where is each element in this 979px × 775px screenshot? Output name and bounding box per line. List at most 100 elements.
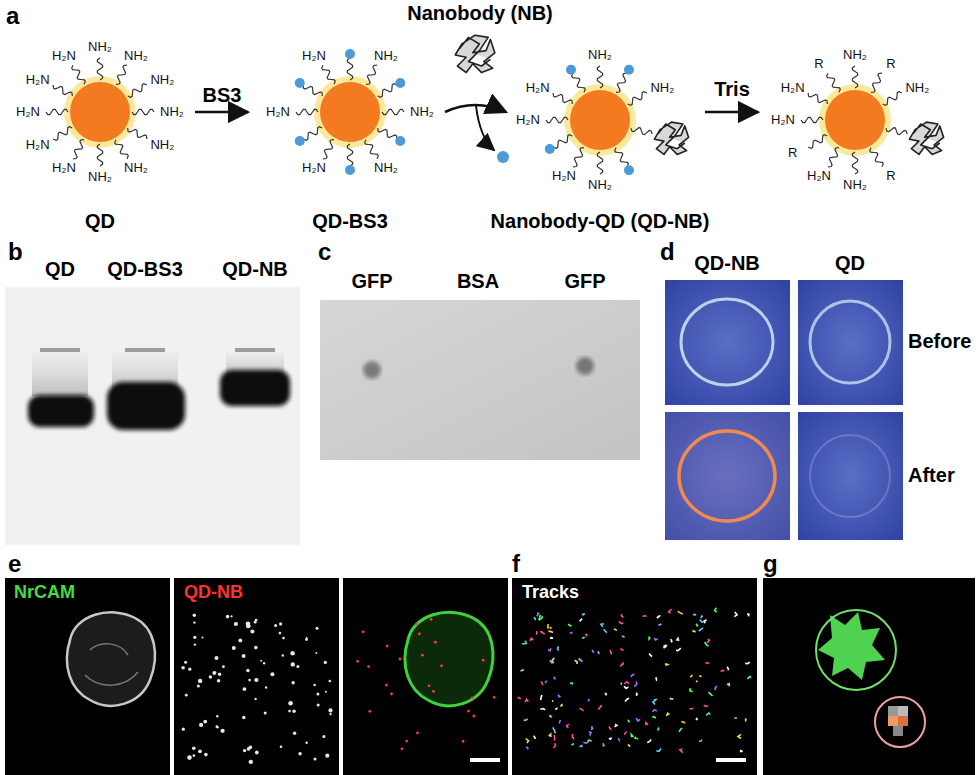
track xyxy=(721,670,725,671)
amine-label: H₂N xyxy=(781,80,805,95)
amine-label: R xyxy=(886,169,895,184)
column-label: QD xyxy=(835,252,865,275)
track xyxy=(620,664,623,667)
qd-spot xyxy=(250,629,254,633)
qd-spot xyxy=(215,672,217,674)
qd-spot xyxy=(428,684,431,687)
track xyxy=(572,734,574,739)
qd-spot xyxy=(182,728,185,731)
amine-label: NH₂ xyxy=(88,170,112,185)
scale-bar xyxy=(716,758,746,762)
qd-spot xyxy=(187,755,192,760)
track xyxy=(700,620,705,623)
amine-label: NH₂ xyxy=(160,105,184,120)
qd-core xyxy=(70,82,130,142)
quantum-dots xyxy=(46,35,944,175)
track xyxy=(560,704,562,707)
track xyxy=(735,717,737,719)
amine-label: H₂N xyxy=(526,80,550,95)
qd-spot xyxy=(401,747,404,750)
ligand-chain xyxy=(128,84,147,98)
track xyxy=(620,649,623,651)
track xyxy=(727,667,729,671)
track xyxy=(705,661,708,663)
ligand-chain xyxy=(631,128,652,135)
pixel xyxy=(898,716,908,726)
track xyxy=(734,612,737,617)
qd-spot xyxy=(316,692,319,695)
track xyxy=(676,648,681,650)
track xyxy=(706,713,710,716)
column-label: QD-NB xyxy=(694,252,760,275)
ligand-chain xyxy=(808,93,827,104)
track xyxy=(549,734,551,737)
ligand-chain xyxy=(808,135,827,149)
qd-spot xyxy=(202,637,204,639)
ligand-chain xyxy=(870,148,884,167)
qd-spot xyxy=(185,694,188,697)
track xyxy=(614,628,616,630)
bead-image xyxy=(798,280,903,405)
amine-label: H₂N xyxy=(516,113,540,128)
gel-band xyxy=(107,382,185,430)
track xyxy=(575,660,578,664)
track xyxy=(745,662,750,664)
track xyxy=(558,695,560,697)
track xyxy=(547,624,549,628)
qd-spot xyxy=(288,701,293,706)
qd-spot xyxy=(325,754,329,758)
qd-spot xyxy=(198,749,202,753)
track xyxy=(526,739,529,743)
ligand-chain xyxy=(303,85,322,96)
qd-spot xyxy=(249,760,253,764)
track xyxy=(681,721,684,724)
qd-spot xyxy=(181,666,185,670)
qd-spot xyxy=(193,754,196,757)
amine-label: NH₂ xyxy=(843,178,867,193)
figure-heading: Nanobody (NB) xyxy=(407,2,553,25)
bs3-group xyxy=(545,144,555,154)
qd-spot xyxy=(290,651,294,655)
track xyxy=(605,693,606,696)
qd-spot xyxy=(314,757,317,760)
amine-label: NH₂ xyxy=(150,137,174,152)
qd-spot xyxy=(193,621,195,623)
row-label: Before xyxy=(908,330,971,353)
track xyxy=(550,627,552,628)
track xyxy=(582,637,585,639)
track xyxy=(558,646,559,650)
qd-spot xyxy=(231,615,233,617)
ligand-chain xyxy=(553,135,572,149)
track xyxy=(609,738,611,740)
track xyxy=(622,636,625,637)
track xyxy=(541,695,542,700)
lane-label: QD xyxy=(45,258,75,281)
qd-spot xyxy=(248,679,251,682)
amine-label: H₂N xyxy=(771,113,795,128)
amine-label: H₂N xyxy=(16,105,40,120)
bs3-group xyxy=(345,49,355,59)
qd-spot xyxy=(212,671,216,675)
pixel xyxy=(888,706,898,716)
qd-core xyxy=(825,90,885,150)
bs3-group xyxy=(566,65,576,75)
ligand-chain xyxy=(615,148,629,167)
ligand-chain xyxy=(852,152,857,174)
qd-spot xyxy=(324,661,327,664)
track xyxy=(699,628,703,631)
track xyxy=(696,718,698,720)
qd-spot xyxy=(221,729,225,733)
qd-spot xyxy=(415,623,418,626)
qd-spot xyxy=(255,751,259,755)
track xyxy=(526,747,528,749)
track xyxy=(664,645,666,648)
track xyxy=(696,681,698,683)
qd-spot xyxy=(434,641,437,644)
ligand-chain xyxy=(883,92,902,106)
track xyxy=(715,686,717,690)
track xyxy=(669,609,672,613)
track xyxy=(699,675,701,677)
qd-shell xyxy=(64,76,136,148)
ligand-chain xyxy=(97,58,102,80)
panel-letter: a xyxy=(6,2,19,30)
